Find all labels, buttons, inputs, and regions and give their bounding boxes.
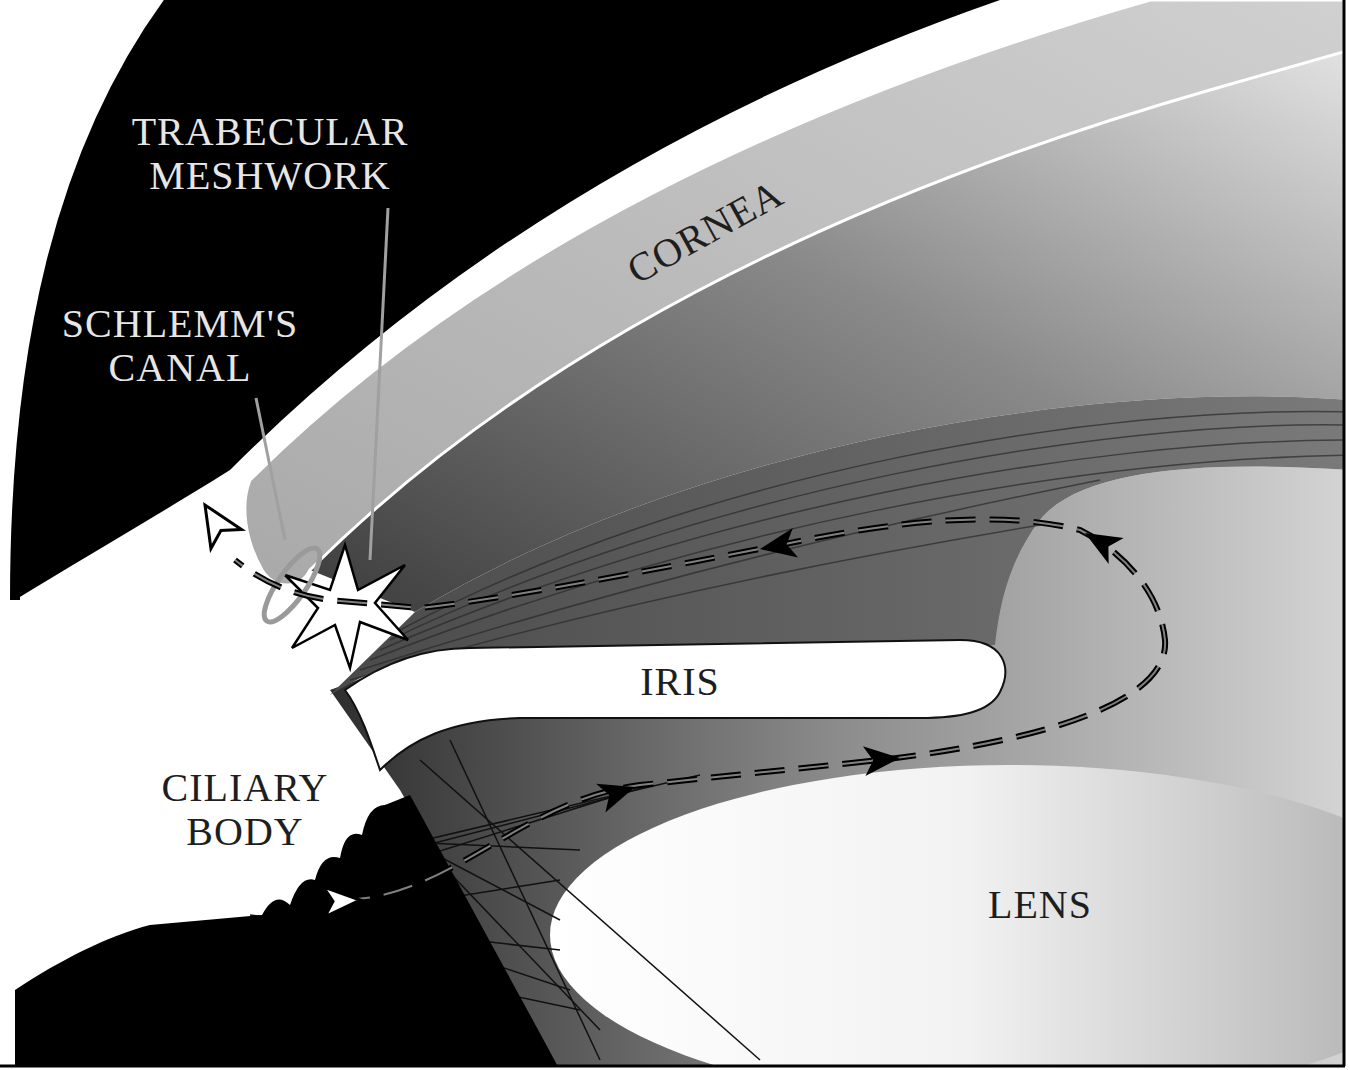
part-label: SCHLEMM'S CANAL bbox=[55, 302, 305, 390]
part-label: IRIS bbox=[636, 660, 724, 704]
illustration-group bbox=[15, 0, 1343, 1065]
flow-start-arrowhead bbox=[323, 885, 361, 917]
leader-line bbox=[370, 208, 388, 560]
aqueous-flow-path bbox=[235, 519, 1165, 900]
leader-line bbox=[256, 398, 285, 540]
iris-stripe bbox=[390, 425, 1343, 640]
part-label: LENS bbox=[984, 883, 1096, 927]
aqueous-flow-highlight bbox=[235, 519, 1165, 900]
part-label: CORNEA bbox=[616, 170, 793, 295]
frame-line bbox=[1343, 0, 1346, 1066]
outer-edge-arc bbox=[15, 0, 170, 600]
flow-end-arrowhead bbox=[190, 495, 242, 548]
flow-arrowhead bbox=[863, 743, 901, 776]
schlemms-canal-symbol bbox=[255, 541, 328, 629]
part-label: CILIARY BODY bbox=[145, 766, 345, 854]
iris-body bbox=[345, 640, 1005, 770]
iris-stripe bbox=[360, 480, 1100, 670]
part-label: TRABECULAR MESHWORK bbox=[120, 110, 420, 198]
lens-shape bbox=[550, 765, 1343, 1065]
frame-line bbox=[0, 1065, 1345, 1068]
flow-arrowheads bbox=[190, 495, 1124, 916]
iris-stripe bbox=[400, 411, 1343, 630]
flow-arrowhead bbox=[757, 528, 798, 564]
iris-stripes bbox=[350, 411, 1343, 680]
flow-arrowhead bbox=[1078, 520, 1124, 564]
iris-stripe bbox=[380, 440, 1343, 650]
flow-arrowhead bbox=[596, 773, 640, 813]
